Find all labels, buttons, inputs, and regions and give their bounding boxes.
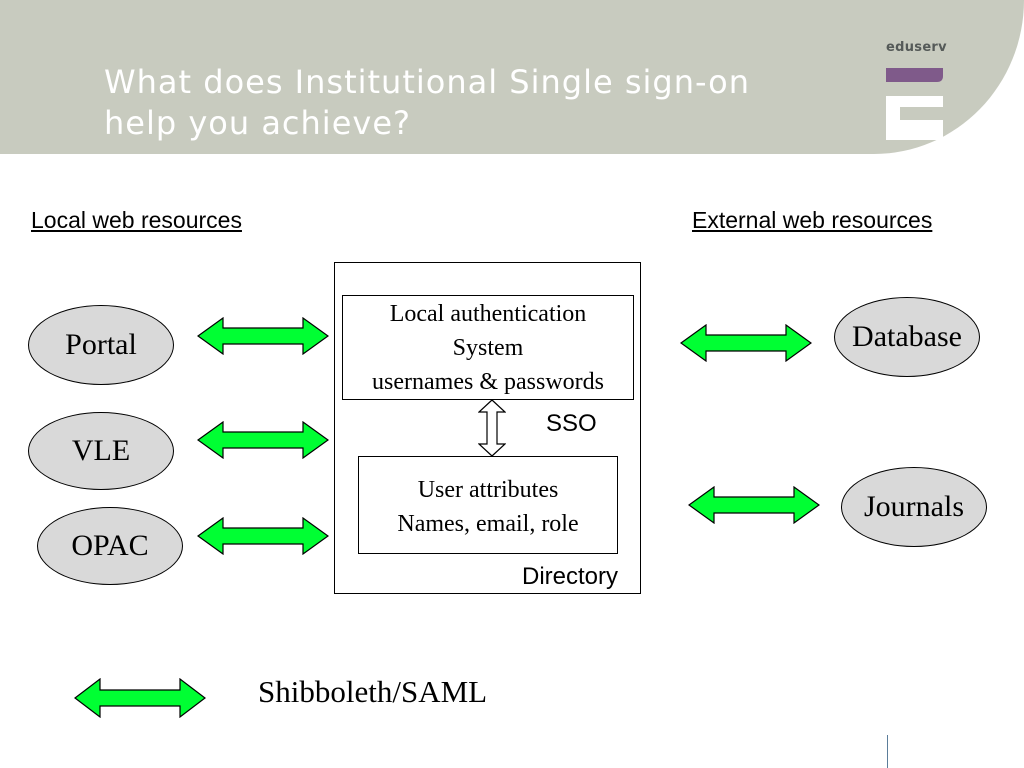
- legend-arrow: [74, 678, 206, 718]
- portal-node: Portal: [28, 305, 174, 385]
- journals-label: Journals: [864, 490, 964, 523]
- opac-node: OPAC: [37, 507, 183, 585]
- legend-label: Shibboleth/SAML: [258, 674, 488, 709]
- eduserv-logo-icon: [886, 68, 943, 140]
- journals-arrow: [688, 486, 820, 524]
- local-auth-line-1: Local authentication: [389, 301, 587, 327]
- local-resources-heading: Local web resources: [31, 207, 242, 233]
- title-line-1: What does Institutional Single sign-on: [104, 63, 750, 101]
- directory-label: Directory: [522, 563, 619, 590]
- local-auth-box: Local authentication System usernames & …: [342, 295, 634, 400]
- title-line-2: help you achieve?: [104, 104, 411, 142]
- database-label: Database: [852, 320, 962, 353]
- database-node: Database: [834, 297, 980, 377]
- opac-arrow: [197, 517, 329, 555]
- header-banner: [0, 0, 1024, 154]
- journals-node: Journals: [841, 467, 987, 547]
- vle-arrow: [197, 421, 329, 459]
- local-auth-line-3: usernames & passwords: [372, 369, 604, 395]
- opac-label: OPAC: [71, 529, 149, 562]
- portal-arrow: [197, 317, 329, 355]
- sso-label: SSO: [546, 410, 597, 437]
- user-attributes-line-1: User attributes: [417, 477, 559, 503]
- vle-label: VLE: [71, 434, 131, 467]
- user-attributes-line-2: Names, email, role: [397, 511, 579, 537]
- eduserv-logo-text: eduserv: [886, 40, 947, 55]
- portal-label: Portal: [65, 328, 137, 361]
- external-resources-heading: External web resources: [692, 207, 933, 233]
- footer-divider: [887, 735, 888, 768]
- sso-vertical-arrow: [478, 399, 506, 457]
- database-arrow: [680, 324, 812, 362]
- vle-node: VLE: [28, 412, 174, 490]
- slide-title: What does Institutional Single sign-on h…: [104, 62, 804, 144]
- user-attributes-box: User attributes Names, email, role: [358, 456, 618, 554]
- local-auth-line-2: System: [452, 335, 524, 361]
